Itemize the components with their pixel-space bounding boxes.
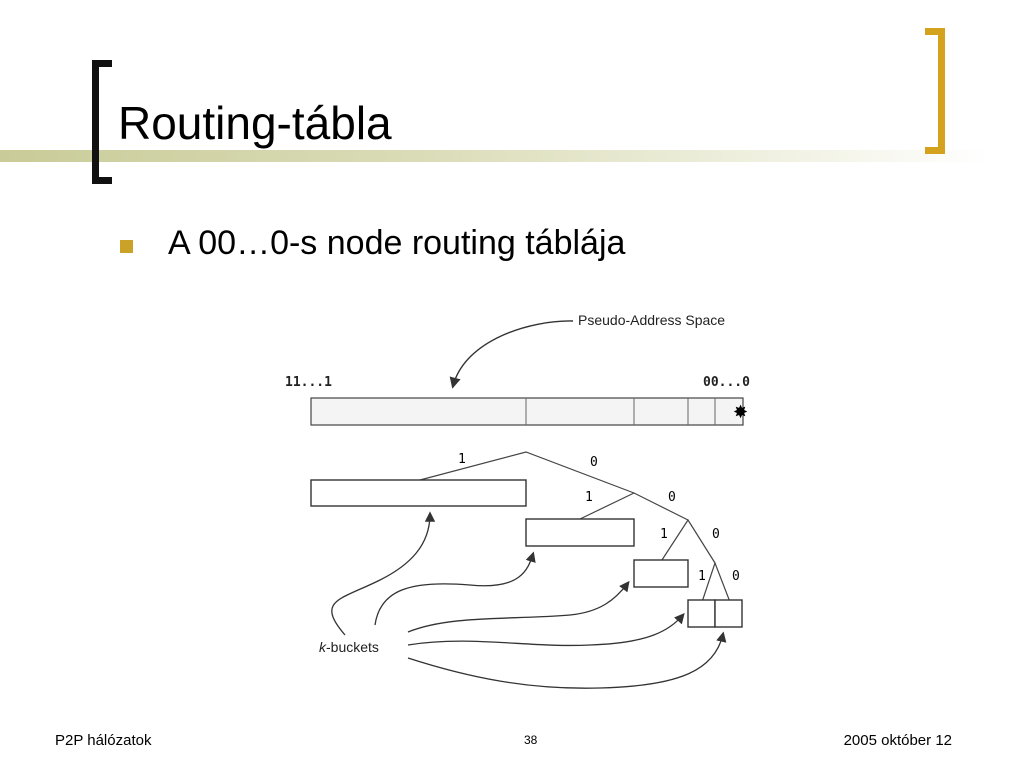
edge-label: 1 xyxy=(585,490,593,505)
k-bucket-box xyxy=(633,559,689,588)
k-buckets-italic: k xyxy=(319,639,327,655)
binary-tree xyxy=(419,451,731,603)
edge-label: 0 xyxy=(732,569,740,584)
edge-label: 0 xyxy=(712,527,720,542)
right-bracket-decoration xyxy=(925,28,945,154)
k-bucket-box xyxy=(687,599,716,628)
edge-label: 1 xyxy=(458,452,466,467)
edge-label: 0 xyxy=(590,455,598,470)
routing-table-diagram: Pseudo-Address Space 11...1 00...0 ✸ 1 0… xyxy=(285,312,750,689)
bullet-square-icon xyxy=(120,240,133,253)
edge-label: 1 xyxy=(660,527,668,542)
k-buckets-label: k-buckets xyxy=(319,639,379,655)
node-star-icon: ✸ xyxy=(733,402,748,423)
k-buckets-rest: -buckets xyxy=(326,639,379,655)
k-bucket-box xyxy=(310,479,527,507)
k-bucket-box xyxy=(714,599,743,628)
pseudo-address-space-label: Pseudo-Address Space xyxy=(578,312,725,328)
left-bracket-decoration xyxy=(92,60,112,184)
k-bucket-box xyxy=(525,518,635,547)
address-space-bar xyxy=(310,397,744,426)
k-bucket-arrows xyxy=(331,511,727,689)
pseudo-space-arrow xyxy=(449,320,574,389)
left-address-label: 11...1 xyxy=(285,375,332,390)
footer-page-number: 38 xyxy=(524,733,538,747)
title-underline-bar xyxy=(0,150,990,162)
edge-label: 1 xyxy=(698,569,706,584)
edge-label: 0 xyxy=(668,490,676,505)
slide-title: Routing-tábla xyxy=(118,97,392,149)
right-address-label: 00...0 xyxy=(703,375,750,390)
footer-course-name: P2P hálózatok xyxy=(55,732,152,749)
bullet-text: A 00…0-s node routing táblája xyxy=(168,224,626,262)
footer-date: 2005 október 12 xyxy=(843,732,952,749)
